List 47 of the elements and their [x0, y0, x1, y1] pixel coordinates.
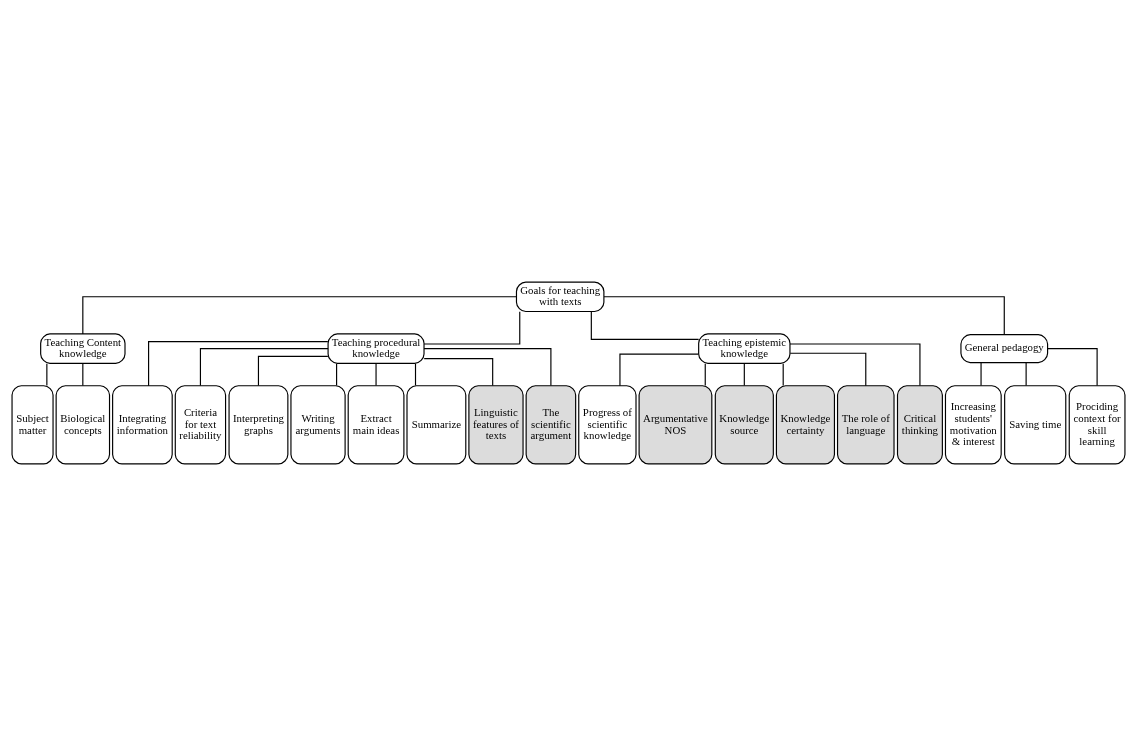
connector [257, 355, 329, 386]
connector [423, 310, 521, 345]
node-box: Interpreting graphs [228, 384, 289, 464]
node-box: Saving time [1004, 384, 1067, 464]
connector [619, 352, 699, 386]
connector [336, 362, 338, 386]
connector [603, 295, 1005, 335]
node-box: Criteria for text reliability [174, 384, 227, 464]
node-box: Integrating information [112, 384, 173, 464]
connector [743, 362, 745, 386]
node-box: Writing arguments [290, 384, 346, 464]
node-box: The role of language [836, 384, 895, 464]
node-box: Teaching epistemic knowledge [698, 332, 791, 364]
node-box: The scientific argument [525, 384, 577, 464]
connector [148, 340, 329, 386]
node-box: Linguistic features of texts [468, 384, 524, 464]
connector [46, 362, 48, 386]
connector [590, 310, 700, 340]
node-box: Teaching Content knowledge [40, 332, 126, 364]
node-box: Biological concepts [55, 384, 111, 464]
node-box: Summarize [406, 384, 467, 464]
node-box: Subject matter [11, 384, 54, 464]
connector [199, 347, 329, 386]
node-box: Increasing students' motivation & interest [944, 384, 1002, 464]
connector [782, 362, 784, 386]
connector [789, 352, 867, 386]
connector [82, 362, 84, 386]
node-box: Progress of scientific knowledge [578, 384, 637, 464]
connector [82, 295, 517, 334]
node-box: Extract main ideas [347, 384, 405, 464]
connector [1025, 361, 1027, 386]
node-box: Critical thinking [896, 384, 943, 464]
node-box: Teaching procedural knowledge [327, 332, 425, 364]
node-box: Prociding context for skill learning [1068, 384, 1126, 464]
node-box: Argumentative NOS [638, 384, 713, 464]
node-box: Knowledge certainty [775, 384, 836, 464]
connector [704, 362, 706, 386]
connector [423, 347, 552, 386]
node-box: General pedagogy [960, 333, 1049, 363]
connector [1047, 347, 1098, 386]
node-box: Knowledge source [714, 384, 774, 464]
connector [375, 362, 377, 386]
connector [423, 357, 494, 386]
connector [980, 361, 982, 386]
connector [789, 342, 921, 386]
connector [414, 362, 417, 386]
node-box: Goals for teaching with texts [515, 281, 605, 312]
